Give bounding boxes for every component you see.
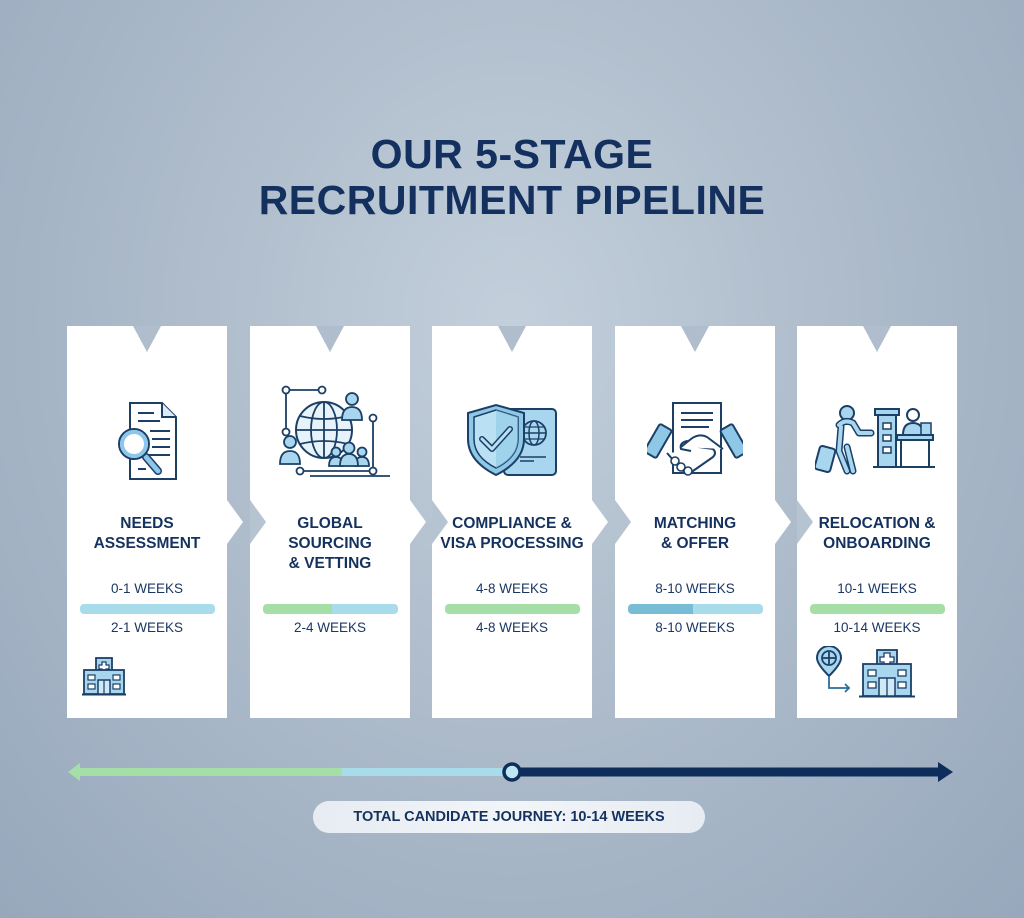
stage-card-5: RELOCATION & ONBOARDING 10-1 WEEKS 10-14…	[797, 326, 957, 718]
stage-title: NEEDS ASSESSMENT	[93, 515, 201, 552]
shield-passport-icon	[432, 386, 592, 496]
chevron-notch	[615, 500, 631, 544]
stage-card-4: MATCHING & OFFER 8-10 WEEKS 8-10 WEEKS	[615, 326, 791, 718]
timeline-marker	[502, 762, 522, 782]
stage-title: RELOCATION & ONBOARDING	[818, 515, 936, 552]
chevron-right-icon	[410, 500, 426, 544]
duration-label-top: 0-1 WEEKS	[110, 581, 184, 596]
chevron-notch	[797, 500, 813, 544]
hospital-icon	[81, 656, 127, 701]
handshake-contract-icon	[615, 386, 775, 496]
card-top-notch	[863, 326, 891, 352]
globe-network-people-icon	[250, 378, 410, 488]
location-to-hospital-icon	[815, 645, 929, 705]
duration-label-top: 4-8 WEEKS	[475, 581, 549, 596]
stage-card-3: COMPLIANCE & VISA PROCESSING 4-8 WEEKS 4…	[432, 326, 608, 718]
card-top-notch	[681, 326, 709, 352]
progress-bar	[445, 604, 580, 614]
progress-bar	[263, 604, 398, 614]
stage-card-1: NEEDS ASSESSMENT 0-1 WEEKS 2-1 WEEKS	[67, 326, 243, 718]
chevron-right-icon	[227, 500, 243, 544]
title-line-2: RECRUITMENT PIPELINE	[258, 177, 766, 223]
title-line-1: OUR 5-STAGE	[370, 131, 654, 177]
stage-title: GLOBAL SOURCING & VETTING	[288, 515, 372, 572]
stage-card-2: GLOBAL SOURCING & VETTING 2-4 WEEKS	[250, 326, 426, 718]
progress-bar	[80, 604, 215, 614]
card-top-notch	[498, 326, 526, 352]
duration-label-bottom: 2-1 WEEKS	[110, 620, 184, 635]
arrow-right-icon	[938, 762, 953, 782]
duration-label-bottom: 4-8 WEEKS	[475, 620, 549, 635]
duration-label-bottom: 10-14 WEEKS	[833, 620, 921, 635]
duration-label-top: 8-10 WEEKS	[655, 581, 735, 596]
duration-label-top: 10-1 WEEKS	[837, 581, 917, 596]
chevron-right-icon	[592, 500, 608, 544]
stage-title: COMPLIANCE & VISA PROCESSING	[440, 515, 584, 552]
duration-label-bottom: 2-4 WEEKS	[293, 620, 367, 635]
document-search-icon	[67, 386, 227, 496]
stage-title: MATCHING & OFFER	[653, 515, 737, 552]
traveler-reception-icon	[797, 386, 957, 496]
chevron-notch	[250, 500, 266, 544]
card-top-notch	[316, 326, 344, 352]
arrow-left-icon	[68, 763, 80, 781]
progress-bar	[628, 604, 763, 614]
card-top-notch	[133, 326, 161, 352]
page-title: OUR 5-STAGE RECRUITMENT PIPELINE	[0, 131, 1024, 223]
chevron-right-icon	[775, 500, 791, 544]
chevron-notch	[432, 500, 448, 544]
duration-label-bottom: 8-10 WEEKS	[655, 620, 735, 635]
timeline-arrow	[68, 760, 953, 784]
total-journey-badge: TOTAL CANDIDATE JOURNEY: 10-14 WEEKS	[313, 801, 705, 833]
progress-bar	[810, 604, 945, 614]
